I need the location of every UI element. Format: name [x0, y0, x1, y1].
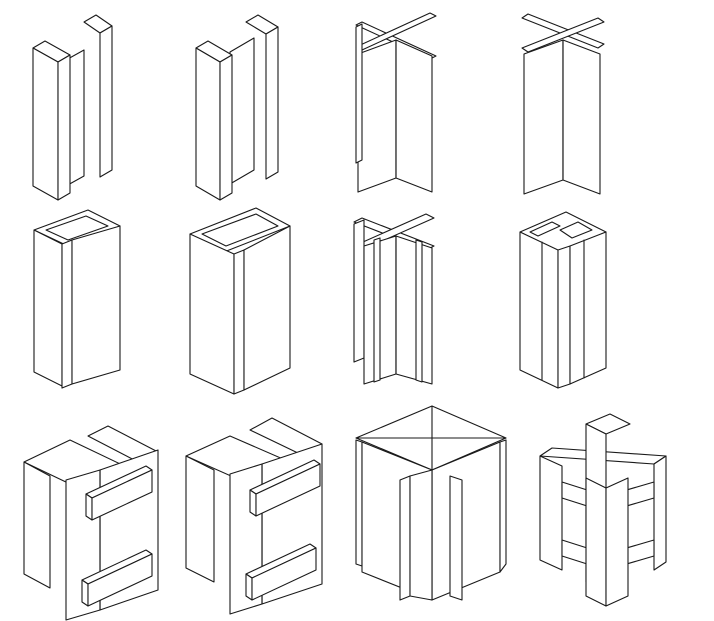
cruciform-column-diagonal-icon: [521, 13, 605, 195]
box-column-narrow-icon: [33, 209, 121, 389]
cruciform-column-icon: [355, 12, 437, 193]
i-beam-column-icon: [32, 14, 113, 201]
battened-cross-column-icon: [539, 413, 667, 607]
laced-channel-column-variant-icon: [185, 417, 323, 615]
laced-channel-column-icon: [23, 425, 159, 621]
box-column-wide-icon: [189, 207, 291, 395]
cruciform-column-with-flanges-icon: [353, 213, 435, 385]
wide-flange-column-icon: [195, 14, 279, 201]
star-cruciform-column-icon: [355, 405, 507, 601]
four-angle-built-up-column-icon: [519, 211, 607, 389]
